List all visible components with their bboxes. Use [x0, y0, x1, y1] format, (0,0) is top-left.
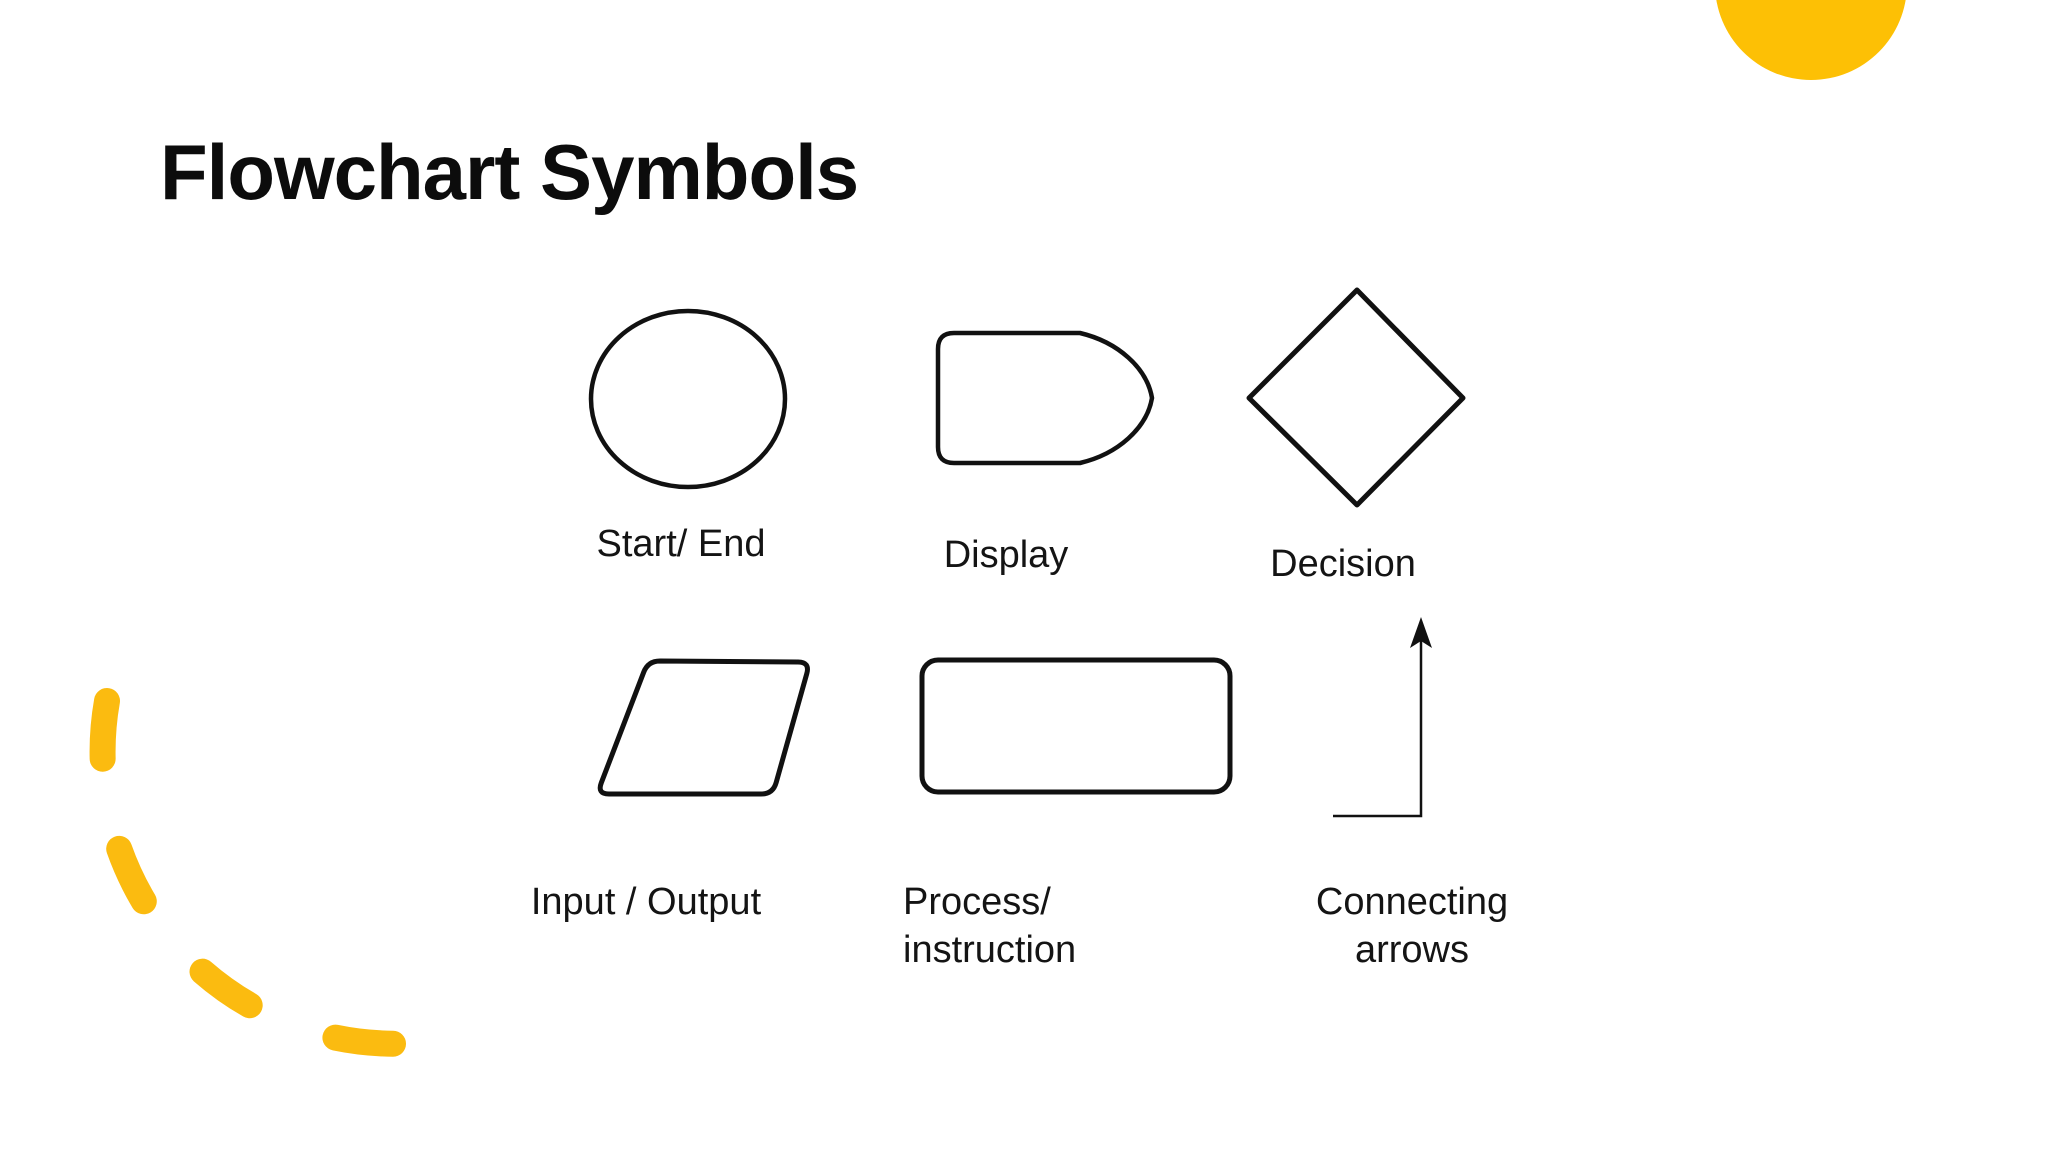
dashed-arc-decoration — [89, 688, 428, 1057]
slide-title: Flowchart Symbols — [160, 128, 859, 216]
symbol-label-process-instruction: Process/ instruction — [903, 881, 1077, 971]
corner-circle-decoration — [1716, 0, 1906, 80]
symbol-label-connecting-arrows: Connecting arrows — [1315, 881, 1509, 971]
arrowhead-icon — [1410, 617, 1432, 648]
decision-shape — [1246, 287, 1466, 508]
symbol-label-start-end: Start/ End — [596, 523, 766, 565]
process-shape — [919, 657, 1233, 795]
symbol-label-display: Display — [943, 534, 1069, 576]
symbol-label-decision: Decision — [1270, 543, 1416, 585]
start-end-shape — [588, 308, 788, 490]
connecting-arrow-line — [1333, 638, 1423, 818]
symbol-label-input-output: Input / Output — [530, 881, 762, 923]
input-output-shape — [597, 658, 810, 797]
display-shape — [935, 330, 1155, 466]
